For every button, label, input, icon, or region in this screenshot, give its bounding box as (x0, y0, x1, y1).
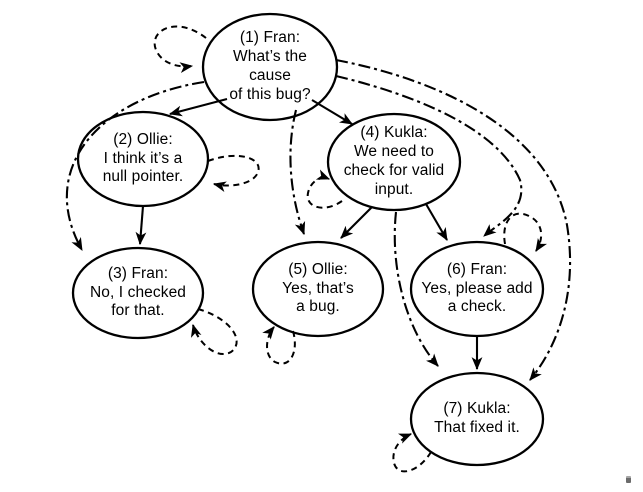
corner-smudge-artifact (626, 476, 631, 483)
edge-7-7-self-loop (392, 433, 432, 473)
edge-1-4-arrow (311, 99, 353, 125)
edge-2-3-arrow (135, 205, 147, 246)
edge-1-3-arrow (65, 80, 205, 251)
node-1-label: (1) Fran: What’s the cause of this bug? (229, 29, 311, 103)
edge-3-3-self-loop (190, 308, 238, 355)
edge-4-4-self-loop (306, 169, 343, 209)
node-shapes-layer (71, 12, 545, 467)
node-7-label: (7) Kukla: That fixed it. (434, 400, 520, 436)
edge-1-1-self-loop (153, 25, 207, 73)
edge-2-2-self-loop (207, 154, 260, 192)
edge-1-6-arrow (335, 74, 523, 237)
node-5-ellipse (251, 240, 385, 338)
edge-1-7-arrow (335, 58, 572, 381)
node-5-label: (5) Ollie: Yes, that’s a bug. (282, 260, 354, 316)
node-1-ellipse (201, 12, 339, 122)
edge-5-5-self-loop (262, 326, 296, 365)
edge-4-7-arrow (393, 211, 439, 367)
edge-layer (65, 25, 572, 473)
edge-4-5-arrow (340, 206, 373, 239)
edge-1-2-arrow (168, 97, 228, 117)
node-3-label: (3) Fran: No, I checked for that. (89, 264, 187, 320)
edge-4-6-arrow (425, 203, 448, 241)
node-7-ellipse (409, 371, 545, 467)
node-2-label: (2) Ollie: I think it’s a null pointer. (102, 130, 184, 186)
node-4-ellipse (326, 112, 462, 212)
node-4-label: (4) Kukla: We need to check for valid in… (343, 124, 445, 198)
node-3-ellipse (71, 246, 205, 340)
edge-6-6-self-loop (503, 212, 547, 252)
edge-1-5-arrow (289, 109, 306, 236)
node-6-label: (6) Fran: Yes, please add a check. (421, 260, 533, 316)
